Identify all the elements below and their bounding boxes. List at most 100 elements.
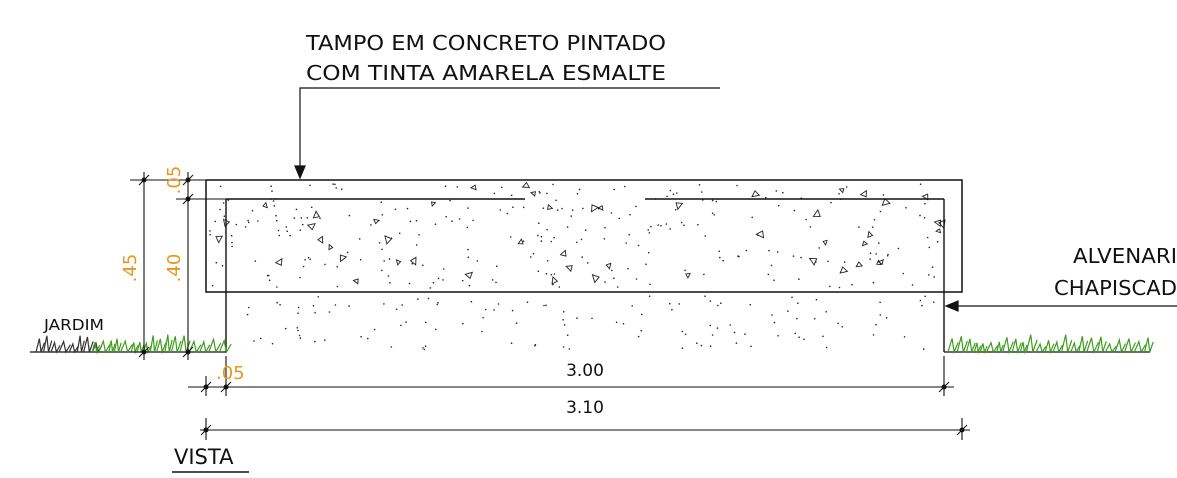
aggregate-dot xyxy=(591,317,593,320)
aggregate-dot xyxy=(674,209,677,211)
aggregate-dot xyxy=(437,277,440,280)
aggregate-dot xyxy=(927,274,930,276)
aggregate-dot xyxy=(451,220,453,222)
aggregate-dot xyxy=(324,339,326,341)
aggregate-dot xyxy=(627,267,629,270)
aggregate-dot xyxy=(771,314,773,316)
aggregate-dot xyxy=(334,304,337,306)
aggregate-dot xyxy=(875,323,877,326)
aggregate-dot xyxy=(405,321,407,323)
aggregate-dot xyxy=(720,302,722,305)
aggregate-dot xyxy=(209,233,211,236)
aggregate-dot xyxy=(297,329,299,332)
aggregate-dot xyxy=(543,304,545,307)
aggregate-dot xyxy=(919,183,922,185)
aggregate-stone xyxy=(547,203,554,210)
grass-blade xyxy=(218,338,232,354)
grass-blade xyxy=(199,339,211,354)
aggregate-dot xyxy=(587,262,589,264)
dimension-tick-dot xyxy=(185,349,191,355)
aggregate-dot xyxy=(546,192,548,195)
grass-blade xyxy=(50,340,61,354)
aggregate-dot xyxy=(709,345,712,348)
aggregate-dot xyxy=(336,266,339,268)
aggregate-stone xyxy=(751,189,761,198)
aggregate-dot xyxy=(394,208,397,211)
aggregate-dot xyxy=(647,251,650,254)
aggregate-stone xyxy=(559,249,567,257)
aggregate-dot xyxy=(776,251,779,253)
aggregate-dot xyxy=(435,328,437,331)
aggregate-dot xyxy=(697,223,699,226)
aggregate-dot xyxy=(751,216,753,219)
aggregate-stone xyxy=(881,197,891,206)
aggregate-dot xyxy=(744,333,746,335)
aggregate-dot xyxy=(797,302,799,305)
aggregate-dot xyxy=(879,314,882,316)
aggregate-dot xyxy=(715,200,718,203)
aggregate-dot xyxy=(411,262,414,265)
aggregate-dot xyxy=(698,184,701,186)
aggregate-dot xyxy=(378,242,381,244)
aggregate-dot xyxy=(297,306,300,309)
grass-blade xyxy=(1052,339,1064,354)
aggregate-dot xyxy=(650,225,652,228)
aggregate-dot xyxy=(711,212,714,214)
grass-blade xyxy=(58,339,71,354)
aggregate-dot xyxy=(295,208,298,211)
aggregate-dot xyxy=(838,193,840,195)
aggregate-dot xyxy=(270,185,273,187)
aggregate-dot xyxy=(872,281,875,284)
aggregate-dot xyxy=(696,342,698,345)
aggregate-dot xyxy=(571,209,574,211)
aggregate-dot xyxy=(493,192,496,195)
aggregate-stone xyxy=(262,201,268,209)
aggregate-dot xyxy=(798,278,800,280)
aggregate-dot xyxy=(886,255,889,257)
aggregate-dot xyxy=(648,295,651,298)
aggregate-dot xyxy=(422,264,424,267)
aggregate-dot xyxy=(279,303,281,306)
aggregate-dot xyxy=(718,250,721,253)
aggregate-dot xyxy=(546,228,548,231)
aggregate-dot xyxy=(578,188,581,191)
aggregate-dot xyxy=(422,347,424,349)
aggregate-dot xyxy=(511,309,514,312)
aggregate-dot xyxy=(604,227,606,229)
grass-blade xyxy=(1011,338,1022,355)
aggregate-dot xyxy=(669,302,671,305)
aggregate-dot xyxy=(800,256,802,259)
aggregate-dot xyxy=(436,303,439,306)
aggregate-stone xyxy=(551,276,559,285)
aggregate-dot xyxy=(684,269,686,272)
aggregate-dot xyxy=(750,345,752,348)
aggregate-dot xyxy=(851,283,853,286)
aggregate-stone xyxy=(838,188,845,194)
aggregate-dot xyxy=(235,223,238,226)
aggregate-stone xyxy=(675,202,684,211)
aggregate-dot xyxy=(358,238,361,240)
aggregate-dot xyxy=(922,348,925,350)
aggregate-dot xyxy=(481,330,483,333)
grass-blade xyxy=(1060,334,1073,353)
aggregate-dot xyxy=(418,234,420,236)
aggregate-dot xyxy=(562,319,564,321)
aggregate-dot xyxy=(672,193,675,196)
aggregate-dot xyxy=(845,186,848,188)
aggregate-dot xyxy=(434,223,437,225)
aggregate-dot xyxy=(562,346,565,348)
aggregate-dot xyxy=(540,235,543,238)
aggregate-dot xyxy=(777,204,780,207)
grass-blade xyxy=(965,338,976,353)
aggregate-dot xyxy=(495,281,497,284)
aggregate-dot xyxy=(552,283,554,286)
grass-blade xyxy=(164,334,173,353)
aggregate-dot xyxy=(603,238,606,240)
aggregate-dot xyxy=(346,251,349,254)
aggregate-dot xyxy=(496,265,498,268)
aggregate-dot xyxy=(879,301,881,304)
aggregate-dot xyxy=(681,347,684,350)
aggregate-dot xyxy=(400,324,402,327)
aggregate-stone xyxy=(812,208,821,218)
aggregate-dot xyxy=(683,224,685,226)
